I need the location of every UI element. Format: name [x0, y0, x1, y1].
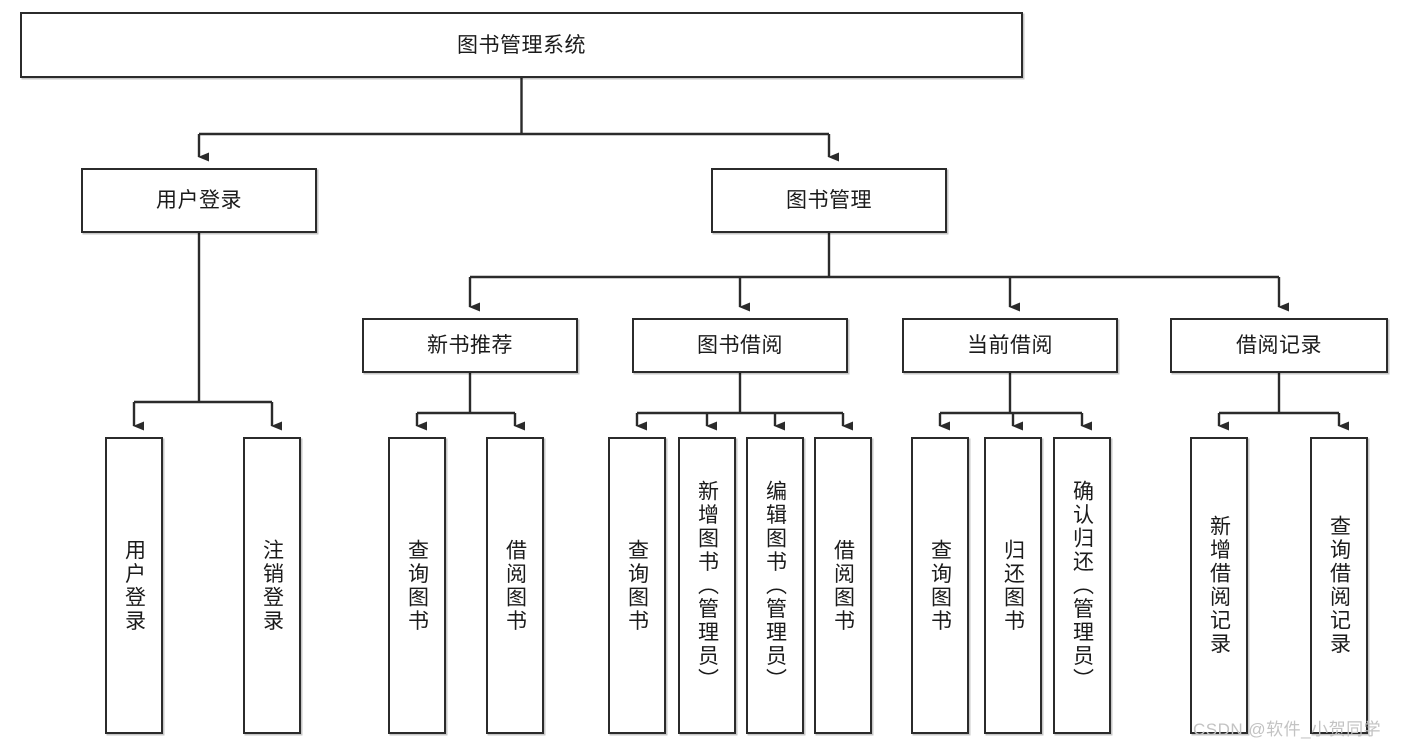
node-label-leaf-cb-return-book: 归还图书	[1001, 538, 1025, 633]
node-user-login[interactable]: 用户登录	[81, 168, 317, 233]
node-leaf-rec-query-book[interactable]: 查询图书	[388, 437, 446, 734]
node-book-management[interactable]: 图书管理	[711, 168, 947, 233]
node-leaf-bb-add-book[interactable]: 新增图书（管理员）	[678, 437, 736, 734]
node-label-leaf-bb-borrow-book: 借阅图书	[831, 538, 855, 633]
node-root[interactable]: 图书管理系统	[20, 12, 1023, 78]
node-leaf-br-add-record[interactable]: 新增借阅记录	[1190, 437, 1248, 734]
node-label-user-login: 用户登录	[156, 189, 242, 212]
node-label-new-book-recommend: 新书推荐	[427, 334, 513, 357]
node-leaf-logout-login[interactable]: 注销登录	[243, 437, 301, 734]
node-leaf-rec-borrow-book[interactable]: 借阅图书	[486, 437, 544, 734]
node-label-current-borrow: 当前借阅	[967, 334, 1053, 357]
node-label-leaf-rec-borrow-book: 借阅图书	[503, 538, 527, 633]
node-label-leaf-br-query-record: 查询借阅记录	[1327, 515, 1351, 656]
node-leaf-bb-query-book[interactable]: 查询图书	[608, 437, 666, 734]
node-label-leaf-bb-edit-book: 编辑图书（管理员）	[763, 479, 787, 692]
node-leaf-cb-return-book[interactable]: 归还图书	[984, 437, 1042, 734]
node-label-leaf-br-add-record: 新增借阅记录	[1207, 515, 1231, 656]
node-leaf-cb-confirm-return[interactable]: 确认归还（管理员）	[1053, 437, 1111, 734]
node-label-book-borrow: 图书借阅	[697, 334, 783, 357]
node-book-borrow[interactable]: 图书借阅	[632, 318, 848, 373]
node-borrow-record[interactable]: 借阅记录	[1170, 318, 1388, 373]
node-label-leaf-user-login: 用户登录	[122, 538, 146, 633]
node-leaf-br-query-record[interactable]: 查询借阅记录	[1310, 437, 1368, 734]
node-label-leaf-logout-login: 注销登录	[260, 538, 284, 633]
node-label-leaf-cb-confirm-return: 确认归还（管理员）	[1070, 479, 1094, 692]
node-label-leaf-bb-add-book: 新增图书（管理员）	[695, 479, 719, 692]
node-label-leaf-bb-query-book: 查询图书	[625, 538, 649, 633]
node-leaf-cb-query-book[interactable]: 查询图书	[911, 437, 969, 734]
node-label-borrow-record: 借阅记录	[1236, 334, 1322, 357]
node-current-borrow[interactable]: 当前借阅	[902, 318, 1118, 373]
node-leaf-user-login[interactable]: 用户登录	[105, 437, 163, 734]
node-leaf-bb-borrow-book[interactable]: 借阅图书	[814, 437, 872, 734]
node-label-leaf-rec-query-book: 查询图书	[405, 538, 429, 633]
node-leaf-bb-edit-book[interactable]: 编辑图书（管理员）	[746, 437, 804, 734]
node-label-leaf-cb-query-book: 查询图书	[928, 538, 952, 633]
node-label-root: 图书管理系统	[457, 33, 586, 57]
node-label-book-management: 图书管理	[786, 189, 872, 212]
node-new-book-recommend[interactable]: 新书推荐	[362, 318, 578, 373]
